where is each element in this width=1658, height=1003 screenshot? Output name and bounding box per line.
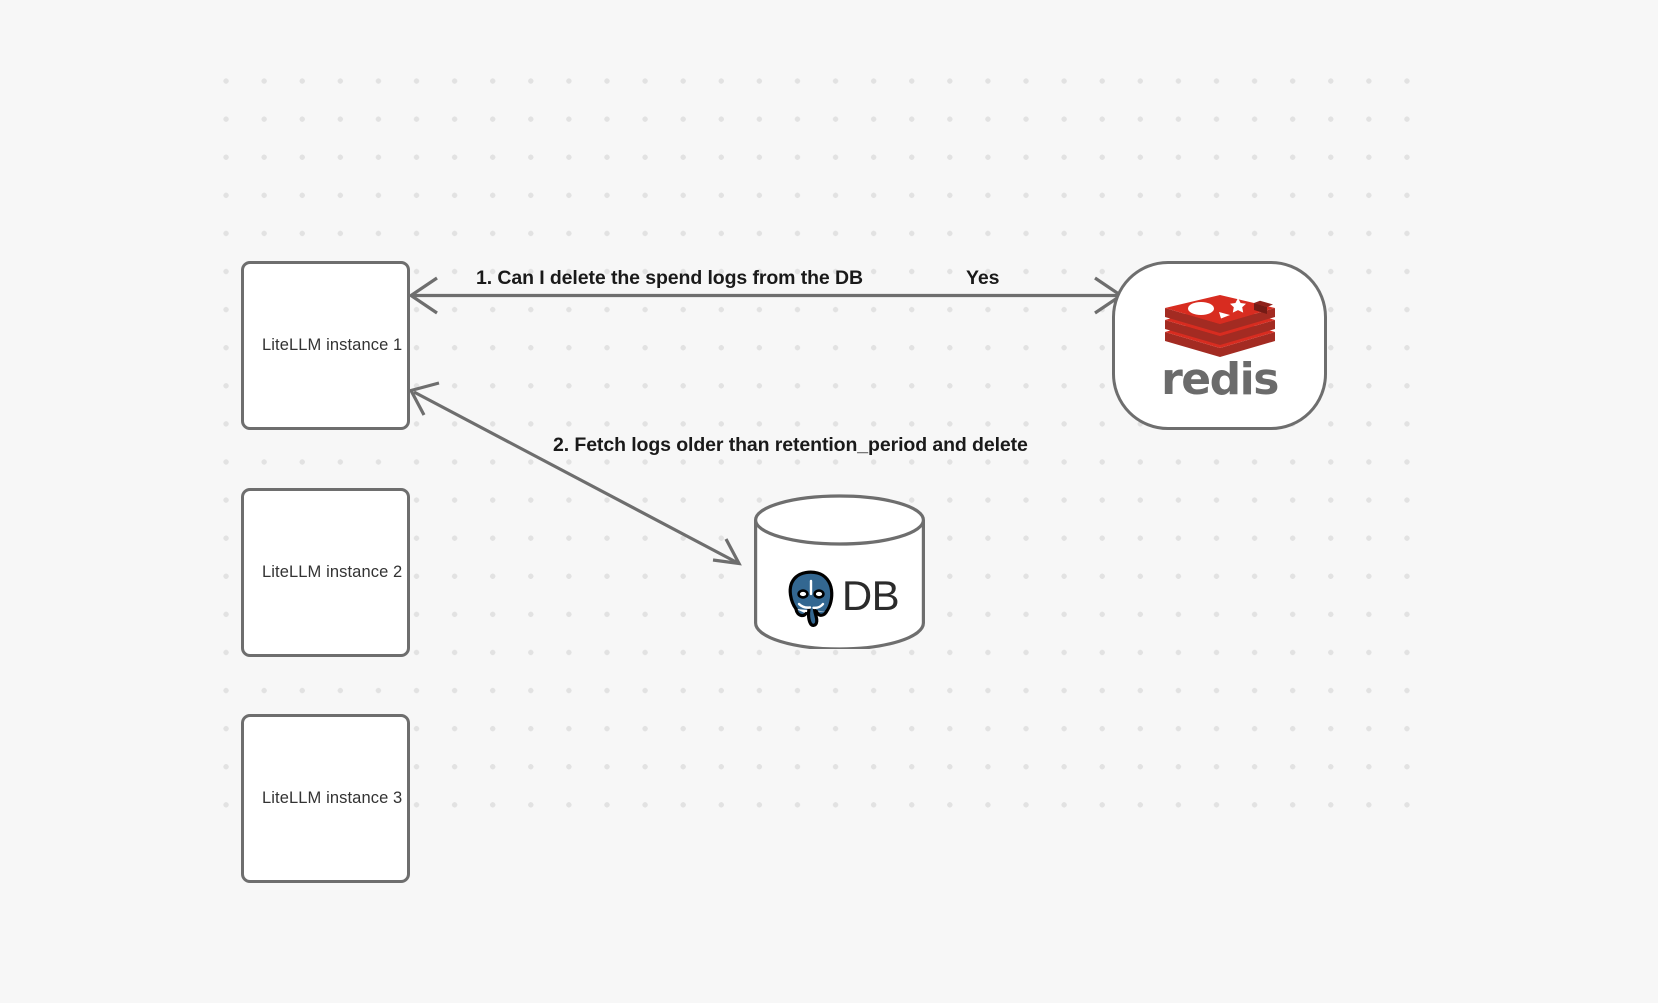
node-litellm-instance-2-label: LiteLLM instance 2 — [262, 563, 403, 581]
postgresql-elephant-icon — [788, 570, 834, 627]
edge-label-step-1: 1. Can I delete the spend logs from the … — [476, 267, 863, 289]
cylinder-shape — [753, 494, 926, 649]
node-redis[interactable]: redis — [1112, 261, 1327, 430]
database-logo-row: DB — [753, 546, 926, 646]
edge-litellm-to-db — [408, 381, 742, 566]
node-litellm-instance-1-label: LiteLLM instance 1 — [262, 336, 403, 354]
redis-stack-icon — [1164, 294, 1275, 357]
database-label: DB — [841, 572, 900, 619]
node-litellm-instance-1[interactable]: LiteLLM instance 1 — [241, 261, 410, 430]
redis-logo: redis — [1161, 294, 1279, 405]
redis-wordmark: redis — [1161, 353, 1279, 405]
edge-label-yes: Yes — [966, 267, 1000, 289]
node-litellm-instance-3[interactable]: LiteLLM instance 3 — [241, 714, 410, 883]
node-litellm-instance-3-label: LiteLLM instance 3 — [262, 789, 403, 807]
node-litellm-instance-2[interactable]: LiteLLM instance 2 — [241, 488, 410, 657]
node-database[interactable]: DB — [753, 494, 926, 649]
edge-label-step-2: 2. Fetch logs older than retention_perio… — [553, 434, 1028, 456]
